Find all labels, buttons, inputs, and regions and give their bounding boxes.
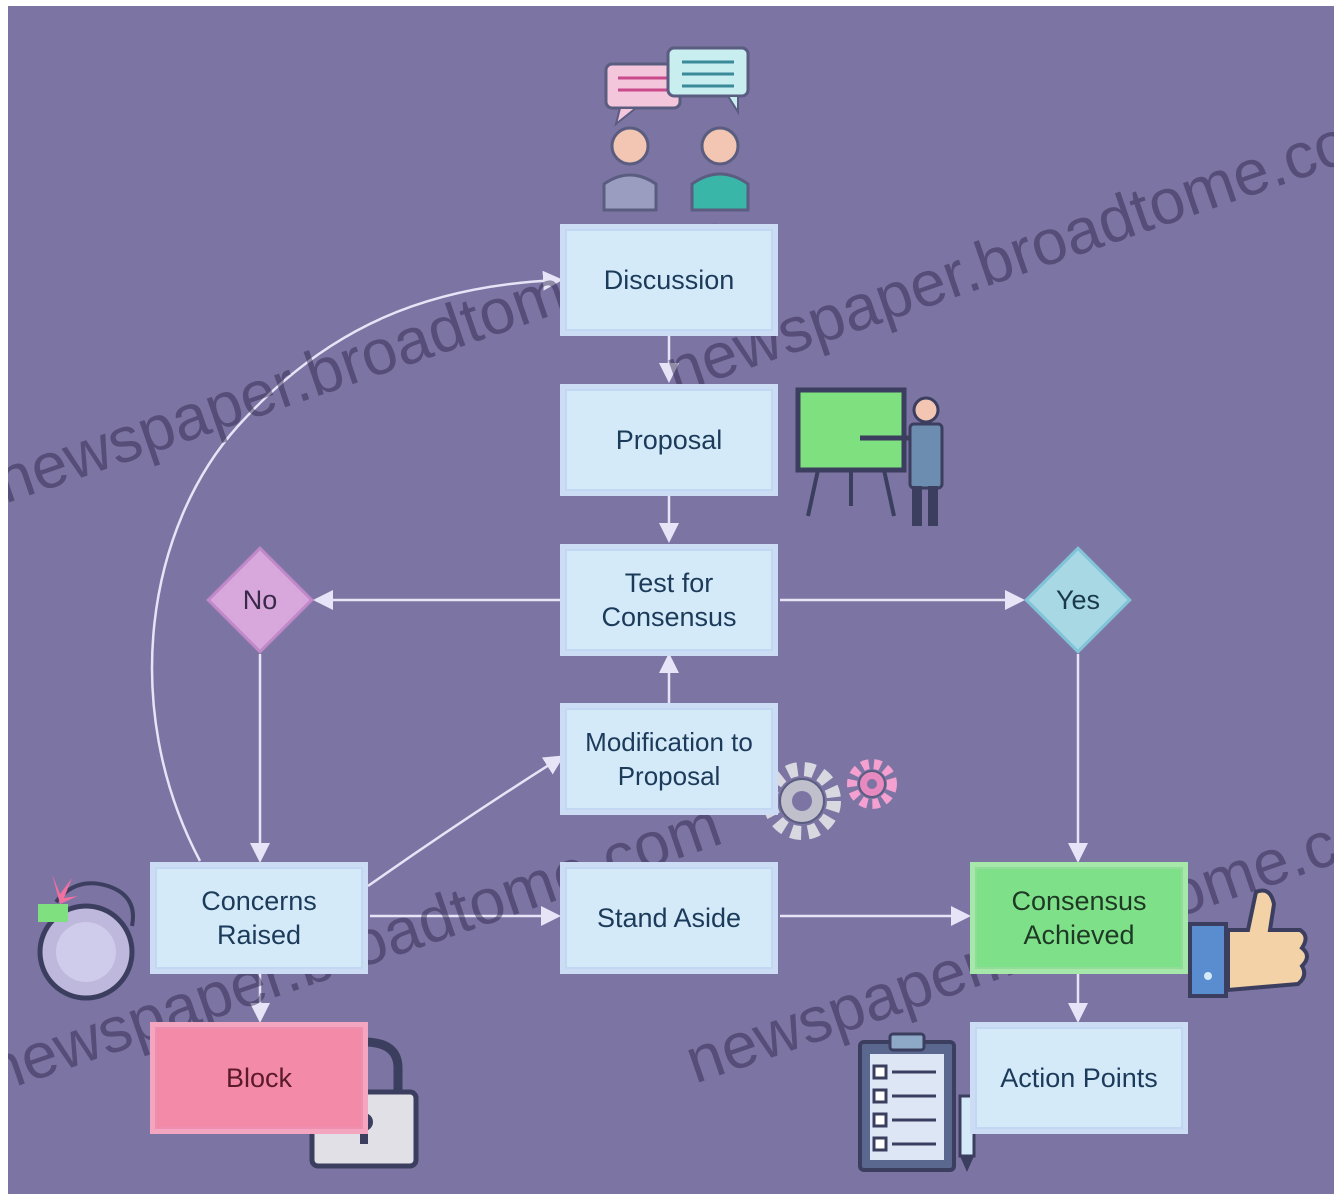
decision-no: No [206, 546, 314, 654]
concerns-raised-line1: Concerns [201, 886, 317, 916]
arrow-concerns-modification [367, 755, 565, 888]
modification-line1: Modification to [585, 727, 753, 757]
discussion-box: Discussion [560, 224, 778, 336]
block-box: Block [150, 1022, 368, 1134]
presentation-board-icon [795, 387, 944, 526]
test-for-consensus-box: Test for Consensus [560, 544, 778, 656]
chat-people-icon [602, 46, 750, 212]
consensus-achieved-line2: Achieved [1023, 920, 1135, 950]
test-for-consensus-line1: Test for [624, 568, 714, 598]
action-points-box: Action Points [970, 1022, 1188, 1134]
concerns-raised-box: Concerns Raised [150, 862, 368, 974]
decision-yes-label: Yes [1055, 584, 1101, 615]
modification-line2: Proposal [617, 761, 721, 791]
stand-aside-box: Stand Aside [560, 862, 778, 974]
action-points-label: Action Points [1000, 1063, 1158, 1093]
proposal-box: Proposal [560, 384, 778, 496]
stand-aside-label: Stand Aside [596, 903, 742, 933]
clipboard-checklist-icon [858, 1032, 976, 1172]
block-label: Block [225, 1063, 293, 1093]
decision-no-label: No [242, 584, 278, 615]
concerns-raised-line2: Raised [216, 920, 302, 950]
consensus-achieved-box: Consensus Achieved [970, 862, 1188, 974]
test-for-consensus-line2: Consensus [601, 602, 737, 632]
modification-box: Modification to Proposal [560, 703, 778, 815]
diagram-canvas: newspaper.broadtome.com newspaper.broadt… [8, 6, 1334, 1194]
thumbs-up-icon [1188, 888, 1309, 998]
connectors [150, 270, 1088, 1023]
arrow-concerns-discussion [150, 270, 563, 862]
proposal-label: Proposal [615, 425, 723, 455]
discussion-label: Discussion [603, 265, 735, 295]
gears-icon [763, 759, 897, 840]
bomb-icon [37, 874, 135, 1001]
consensus-achieved-line1: Consensus [1011, 886, 1147, 916]
decision-yes: Yes [1024, 546, 1132, 654]
